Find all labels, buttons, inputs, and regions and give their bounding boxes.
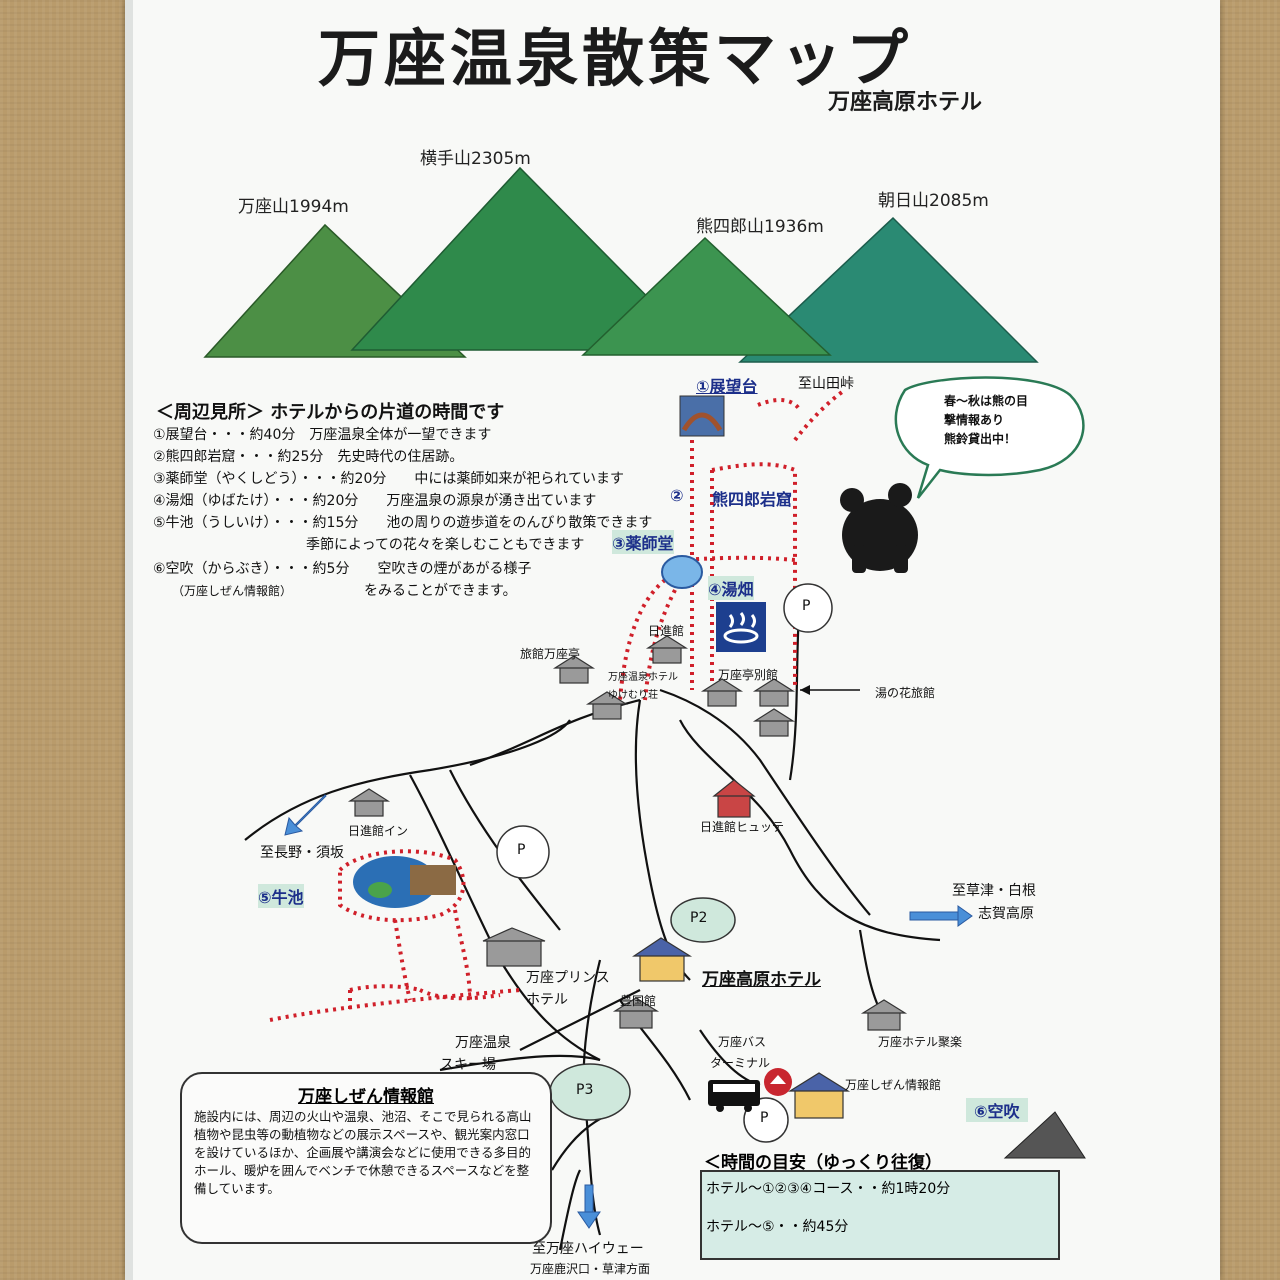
label-ryokan-manzatei: 旅館万座亭	[520, 647, 581, 661]
parking-label: P	[802, 598, 811, 614]
label-manza-kogen-hotel: 万座高原ホテル	[702, 970, 821, 990]
label-manzatei-bekkan: 万座亭別館	[718, 668, 779, 682]
parking-label-p2: P2	[690, 910, 708, 926]
mountain-asahiyama	[738, 216, 1039, 363]
yubatake-onsen-icon	[716, 602, 766, 652]
mountain-yokoteyama	[350, 166, 702, 351]
spot-label-2: ②	[670, 486, 684, 505]
label-hokokukan: 豊国館	[620, 994, 657, 1008]
time-guide-line: ホテル～①②③④コース・・約1時20分	[706, 1181, 951, 1197]
spot-label-yakushido: ③薬師堂	[612, 530, 674, 554]
legend-line: ③薬師堂（やくしどう）・・・約20分 中には薬師如来が祀られています	[153, 471, 624, 487]
label-ski-2: スキー場	[440, 1057, 496, 1073]
label-hotel-juraku: 万座ホテル聚楽	[878, 1035, 963, 1049]
label-yukemuri: ゆけむり荘	[608, 690, 658, 701]
karabuki-mountain-icon	[1003, 1111, 1086, 1159]
sheet-edge	[125, 0, 133, 1280]
spot-label-karabuki: ⑥空吹	[966, 1098, 1028, 1122]
label-prince: 万座プリンス	[526, 970, 610, 986]
mountain-label-yokoteyama: 横手山2305m	[420, 149, 531, 169]
spot-label-kumashiro-cave: 熊四郎岩窟	[712, 490, 793, 509]
parking-label: P	[760, 1110, 769, 1126]
time-guide-line: ホテル～⑤・・約45分	[706, 1219, 849, 1235]
mountain-label-kumashiroyama: 熊四郎山1936m	[696, 217, 824, 237]
label-bus-terminal-1: 万座バス	[718, 1035, 767, 1049]
mountain-label-manzasan: 万座山1994m	[238, 197, 349, 217]
label-nisshinkan: 日進館	[648, 624, 685, 638]
speech-bubble	[894, 376, 1085, 499]
bubble-line: 撃情報あり	[944, 413, 1005, 427]
onsen-symbol	[723, 612, 759, 644]
label-nisshinkan-hutte: 日進館ヒュッテ	[700, 820, 785, 834]
mountain-kumashiroyama	[581, 236, 832, 356]
yakushido-icon	[661, 555, 703, 589]
label-to-kazawa: 万座鹿沢口・草津方面	[530, 1262, 651, 1276]
pond-illustration	[353, 856, 456, 908]
parking-label: P	[517, 842, 526, 858]
label-shizen-kan: 万座しぜん情報館	[845, 1078, 942, 1092]
time-guide-box: ホテル～①②③④コース・・約1時20分 ホテル～⑤・・約45分	[700, 1170, 1060, 1260]
label-prince-2: ホテル	[526, 992, 568, 1008]
direction-arrows	[284, 794, 973, 1229]
bus-icon	[708, 1080, 760, 1112]
time-guide-heading: ＜時間の目安（ゆっくり往復）	[704, 1153, 942, 1173]
spot-label-observatory: ①展望台	[696, 377, 758, 396]
label-bus-terminal-2: ターミナル	[710, 1056, 771, 1070]
label-to-nagano: 至長野・須坂	[260, 845, 344, 861]
bubble-line: 春～秋は熊の目	[944, 394, 1029, 408]
map-subtitle: 万座高原ホテル	[828, 90, 983, 115]
label-shiga: 志賀高原	[978, 906, 1034, 922]
spot-label-yubatake: ④湯畑	[708, 576, 754, 600]
legend-line: ④湯畑（ゆばたけ）・・・約20分 万座温泉の源泉が湧き出ています	[153, 493, 597, 509]
parking-markers	[496, 583, 833, 1143]
legend-line: ①展望台・・・約40分 万座温泉全体が一望できます	[153, 427, 492, 443]
label-to-highway: 至万座ハイウェー	[532, 1241, 644, 1257]
info-box-body: 施設内には、周辺の火山や温泉、池沼、そこで見られる高山植物や昆虫等の動植物などの…	[194, 1109, 532, 1196]
spot-label-ushiike: ⑤牛池	[258, 884, 304, 908]
legend-line: 季節によっての花々を楽しむこともできます	[306, 537, 585, 553]
mountain-label-asahiyama: 朝日山2085m	[878, 191, 989, 211]
legend-line: ⑥空吹（からぶき）・・・約5分 空吹きの煙があがる様子	[153, 561, 532, 577]
legend-line: をみることができます。	[364, 583, 517, 599]
legend-line: ⑤牛池（うしいけ）・・・約15分 池の周りの遊歩道をのんびり散策できます	[153, 515, 653, 531]
label-manza-onsen-hotel: 万座温泉ホテル	[608, 672, 678, 683]
legend-line: ②熊四郎岩窟・・・約25分 先史時代の住居跡。	[153, 449, 464, 465]
legend-heading: ＜周辺見所＞ ホテルからの片道の時間です	[156, 402, 505, 423]
parking-label-p3: P3	[576, 1082, 594, 1098]
legend-line: （万座しぜん情報館）	[172, 584, 293, 598]
buildings	[347, 635, 908, 1119]
bear-silhouette	[840, 483, 918, 573]
map-title: 万座温泉散策マップ	[318, 22, 913, 95]
label-yunohana: 湯の花旅館	[875, 686, 936, 700]
label-to-kusatsu: 至草津・白根	[952, 883, 1036, 899]
info-box-heading: 万座しぜん情報館	[298, 1087, 434, 1107]
label-ski-1: 万座温泉	[455, 1035, 511, 1051]
label-to-yamada: 至山田峠	[798, 376, 854, 392]
info-box-shizen-kan: 万座しぜん情報館 施設内には、周辺の火山や温泉、池沼、そこで見られる高山植物や昆…	[180, 1072, 552, 1244]
label-nisshinkan-inn: 日進館イン	[348, 824, 409, 838]
bubble-line: 熊鈴貸出中！	[944, 432, 1017, 446]
trails	[269, 388, 847, 1022]
